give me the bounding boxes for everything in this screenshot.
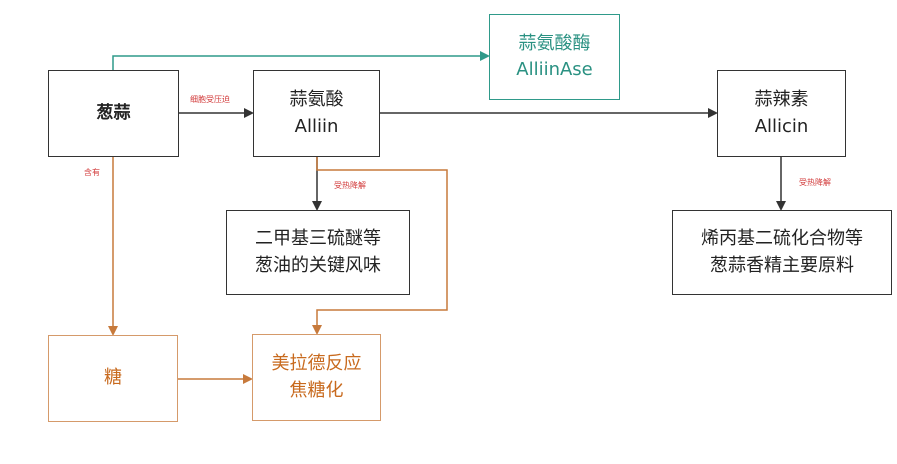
node-sugar-label: 糖	[104, 367, 122, 389]
node-alliinase: 蒜氨酸酶 AlliinAse	[489, 14, 620, 100]
node-scallion-garlic-label: 葱蒜	[96, 103, 131, 124]
node-alliinase-en: AlliinAse	[516, 59, 593, 80]
node-maillard-line1: 美拉德反应	[271, 353, 362, 375]
edge-label-contains: 含有	[84, 168, 100, 177]
edge-label-cell-pressure: 细胞受压迫	[190, 95, 230, 104]
node-alliin-en: Alliin	[294, 115, 339, 137]
node-dmts-line1: 二甲基三硫醚等	[255, 228, 381, 250]
node-alliinase-cn: 蒜氨酸酶	[518, 32, 591, 54]
edge-label-heat-degrade-2: 受热降解	[799, 178, 831, 187]
node-allyl-line2: 葱蒜香精主要原料	[710, 254, 854, 276]
node-allicin: 蒜辣素 Allicin	[717, 70, 846, 157]
node-maillard: 美拉德反应 焦糖化	[252, 334, 381, 421]
node-alliin: 蒜氨酸 Alliin	[253, 70, 380, 157]
node-dmts-line2: 葱油的关键风味	[255, 254, 381, 276]
node-allyl-sulfides: 烯丙基二硫化合物等 葱蒜香精主要原料	[672, 210, 892, 295]
arrow-scallion-to-alliinase	[112, 51, 490, 70]
arrow-alliin-to-maillard	[312, 157, 448, 335]
node-maillard-line2: 焦糖化	[289, 379, 344, 401]
node-sugar: 糖	[48, 335, 178, 422]
edge-label-heat-degrade-1: 受热降解	[334, 181, 366, 190]
node-scallion-garlic: 葱蒜	[48, 70, 179, 157]
node-dimethyl-trisulfide: 二甲基三硫醚等 葱油的关键风味	[226, 210, 410, 295]
node-allicin-en: Allicin	[754, 115, 809, 137]
node-allyl-line1: 烯丙基二硫化合物等	[701, 228, 863, 250]
node-alliin-cn: 蒜氨酸	[289, 89, 344, 111]
node-allicin-cn: 蒜辣素	[754, 89, 809, 111]
